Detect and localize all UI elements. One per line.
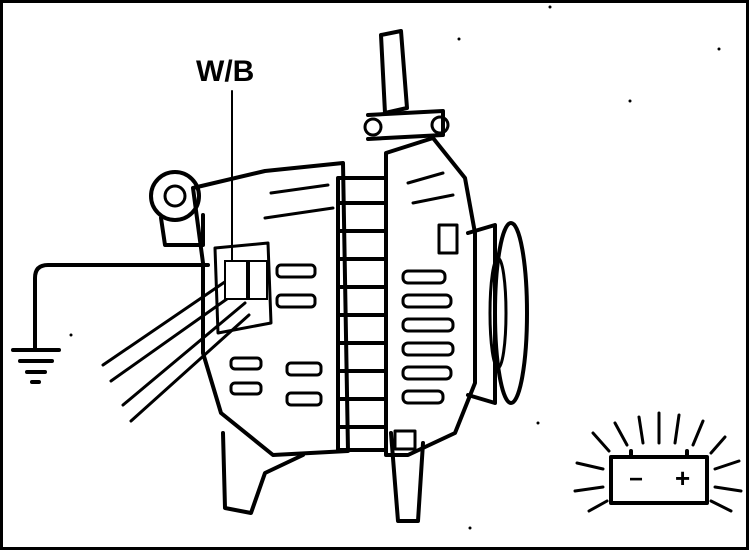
battery-positive-sign: + (675, 463, 690, 493)
alternator-diagram: W/B (11, 5, 743, 530)
ground-wire (33, 263, 210, 351)
wire-label-wb: W/B (196, 55, 254, 88)
alternator-illustration (149, 29, 529, 523)
battery-icon: − + (573, 411, 743, 513)
battery-negative-sign: − (629, 466, 643, 493)
ground-symbol-icon (11, 348, 61, 384)
scan-specks (69, 5, 721, 530)
harness-wires (101, 273, 251, 423)
